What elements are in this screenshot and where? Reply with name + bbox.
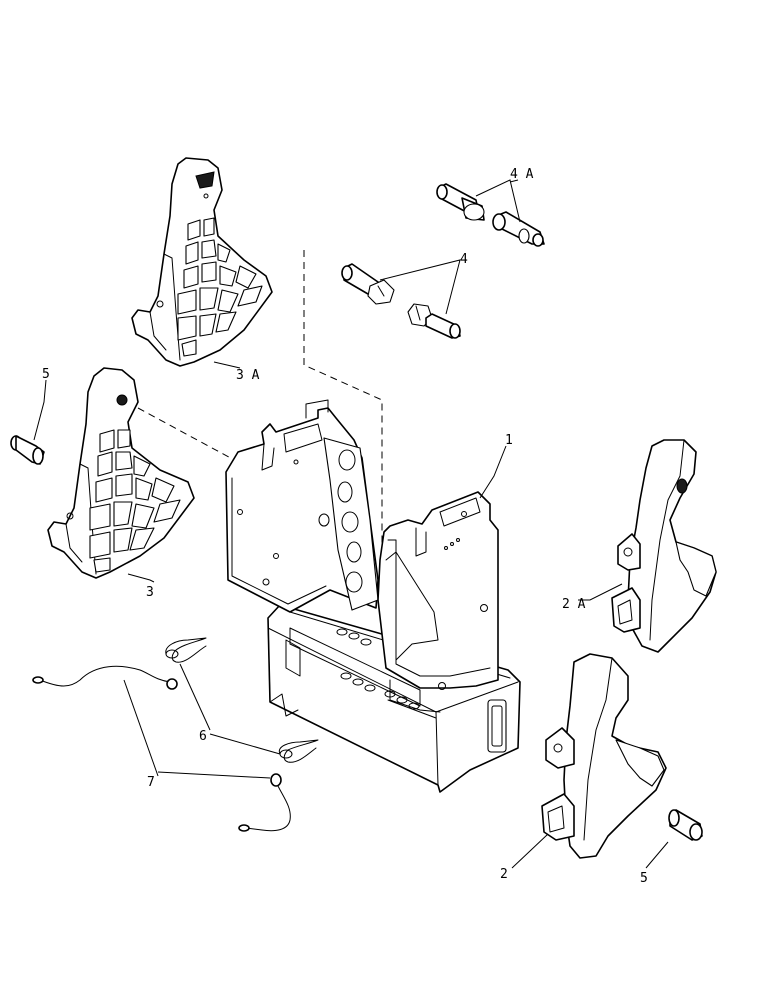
- bracket-2a: [611, 439, 717, 653]
- callout-5-left: 5: [42, 367, 50, 382]
- callout-3: 3: [146, 585, 154, 600]
- pins-4a: [436, 183, 545, 247]
- callout-2a: 2 A: [562, 597, 586, 612]
- pin-5-left: [10, 435, 45, 465]
- bracket-2: [541, 653, 667, 859]
- pin-5-right: [668, 809, 703, 841]
- lanyards-7: [32, 665, 291, 832]
- main-bracket: [225, 399, 521, 793]
- clips-6: [165, 637, 319, 763]
- callout-4: 4: [460, 252, 468, 267]
- callout-2: 2: [500, 867, 508, 882]
- leader-lines: [33, 179, 669, 869]
- callout-5-right: 5: [640, 871, 648, 886]
- callout-1: 1: [505, 433, 513, 448]
- callout-4a: 4 A: [510, 167, 534, 182]
- alignment-lines: [137, 250, 383, 545]
- weight-3a: [131, 157, 273, 367]
- weight-3: [47, 367, 195, 579]
- bolts-4: [341, 263, 461, 339]
- callout-3a: 3 A: [236, 368, 260, 383]
- callout-6: 6: [199, 729, 207, 744]
- callout-labels: 1 2 2 A 3 3 A 4 4 A 5 5 6 7: [42, 167, 648, 886]
- callout-7: 7: [147, 775, 155, 790]
